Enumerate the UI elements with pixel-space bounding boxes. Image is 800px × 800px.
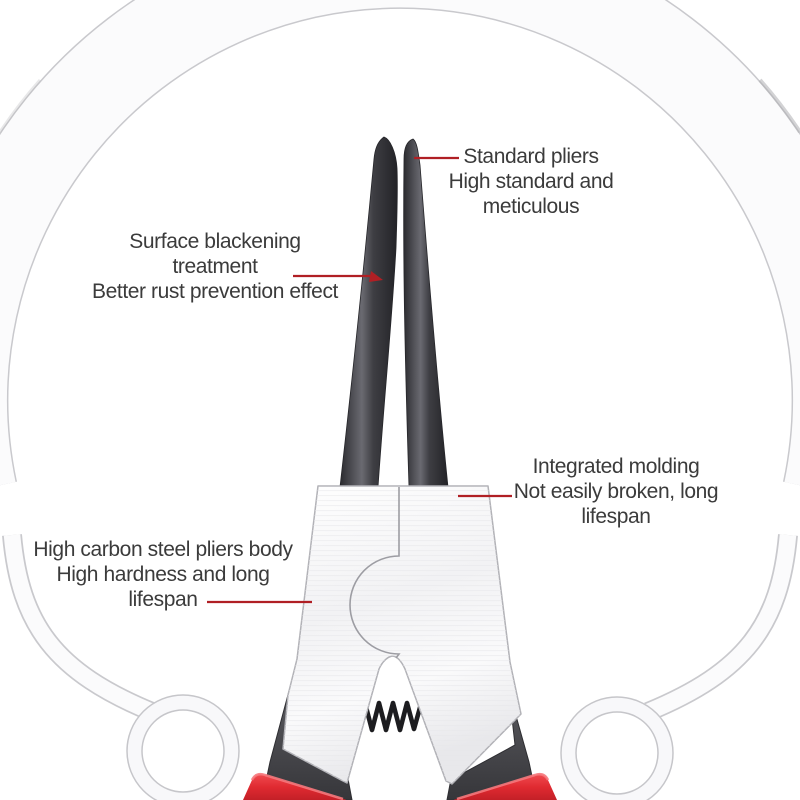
annotation-line: Standard pliers <box>463 145 599 168</box>
annotation-surface-blackening: Surface blackening treatment Better rust… <box>55 229 375 304</box>
annotation-line: High carbon steel pliers body <box>33 538 293 561</box>
annotation-line: treatment <box>172 255 258 278</box>
annotation-line: Integrated molding <box>532 455 700 478</box>
annotation-line: Surface blackening <box>129 230 301 253</box>
ring-end-hook-left <box>3 534 156 720</box>
ring-eyelet-hole-left <box>141 709 225 793</box>
annotation-line: Better rust prevention effect <box>92 280 338 303</box>
leader-arrowhead-surface-blackening <box>369 271 383 282</box>
annotation-line: High hardness and long <box>56 563 270 586</box>
circlip-pliers <box>243 136 557 800</box>
annotation-high-carbon-steel: High carbon steel pliers body High hardn… <box>23 537 303 612</box>
pliers-head-brushed-texture <box>283 486 521 784</box>
annotation-integrated-molding: Integrated molding Not easily broken, lo… <box>496 454 736 529</box>
annotation-line: High standard and <box>448 170 614 193</box>
handle-left <box>243 774 346 800</box>
annotation-standard-pliers: Standard pliers High standard and meticu… <box>413 144 649 219</box>
handle-right-highlight <box>456 772 550 800</box>
pliers-jaw-left <box>339 136 398 488</box>
annotation-line: lifespan <box>128 588 198 611</box>
ring-outer-edge-shade-left <box>0 79 42 133</box>
annotation-line: lifespan <box>581 505 651 528</box>
ring-eyelet-hole-right <box>575 711 659 795</box>
handle-left-highlight <box>250 772 344 800</box>
annotation-line: meticulous <box>482 195 580 218</box>
pliers-joint-seam <box>349 487 401 659</box>
annotation-line: Not easily broken, long <box>513 480 719 503</box>
handle-right <box>454 774 557 800</box>
ring-end-hook-right <box>644 534 797 720</box>
leader-lines <box>207 156 512 604</box>
